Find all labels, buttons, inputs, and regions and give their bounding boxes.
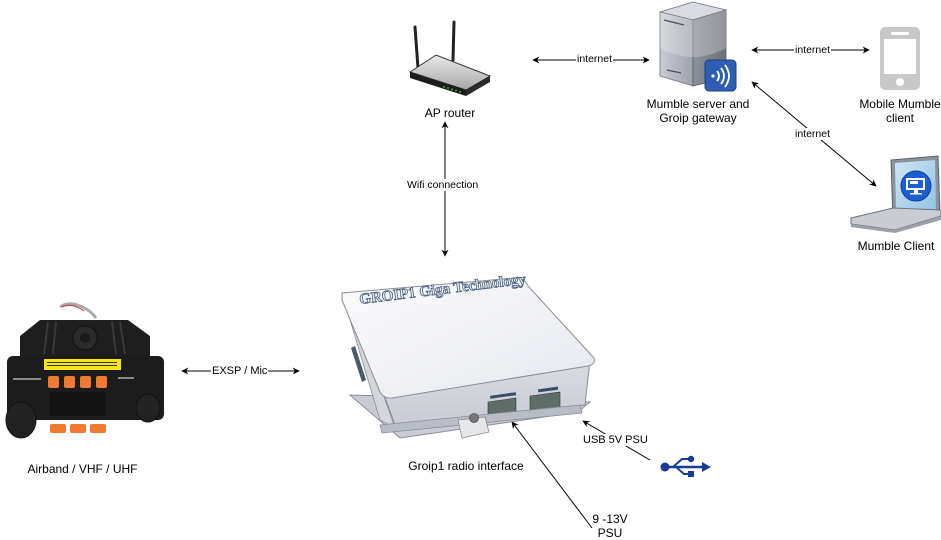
mobile-client-label: Mobile Mumble client xyxy=(850,97,941,125)
edge-psu-interface xyxy=(511,421,593,529)
psu-13v-label: 9 -13V PSU xyxy=(580,512,640,540)
psu-13v-label-line1: 9 -13V xyxy=(592,512,628,526)
edge-label-exsp-mic: EXSP / Mic xyxy=(211,365,269,377)
groip-interface-label: Groip1 radio interface xyxy=(408,459,524,473)
mobile-client-label-line1: Mobile Mumble xyxy=(859,97,941,111)
groip-interface-device[interactable]: GROIP1 Giga Technology xyxy=(341,271,595,439)
edge-label-server-mobile: internet xyxy=(794,44,832,56)
mumble-client-label: Mumble Client xyxy=(857,239,935,253)
mumble-server-label: Mumble server and Groip gateway xyxy=(628,97,768,125)
mobile-client-label-line2: client xyxy=(885,111,914,125)
radio-transceiver-icon[interactable] xyxy=(5,302,164,439)
edge-label-router-server: internet xyxy=(576,53,614,65)
mumble-server-label-line2: Groip gateway xyxy=(659,111,737,125)
edge-label-server-client: internet xyxy=(794,128,832,140)
wireless-badge-icon xyxy=(704,59,737,92)
ap-router-label: AP router xyxy=(424,106,476,120)
mobile-phone-icon[interactable] xyxy=(880,27,920,90)
radio-label: Airband / VHF / UHF xyxy=(27,462,138,476)
psu-13v-label-line2: PSU xyxy=(597,526,623,540)
mumble-server-label-line1: Mumble server and xyxy=(646,97,750,111)
router-icon[interactable] xyxy=(408,20,492,96)
usb-psu-label: USB 5V PSU xyxy=(582,434,649,446)
laptop-icon[interactable] xyxy=(850,155,941,233)
usb-icon[interactable] xyxy=(660,455,712,477)
edge-label-wifi: Wifi connection xyxy=(406,179,480,191)
